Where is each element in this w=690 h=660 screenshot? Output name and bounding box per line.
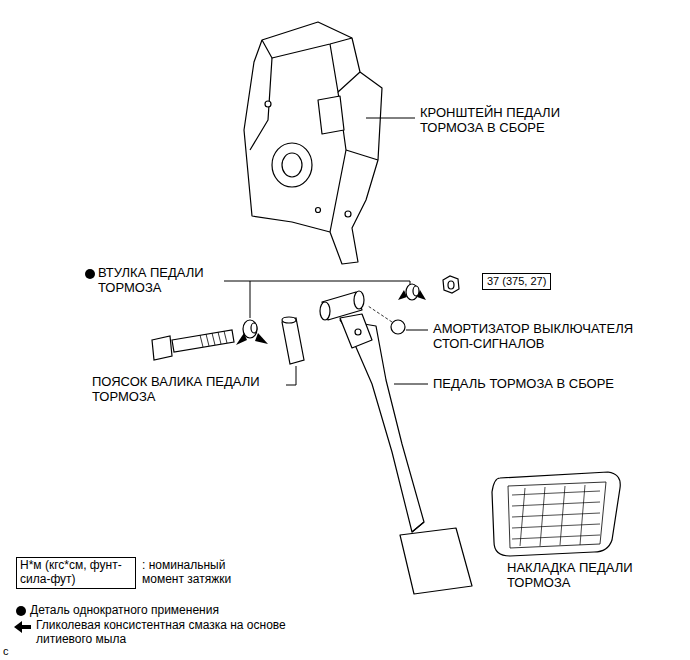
- part-label: ПЕДАЛЬ ТОРМОЗА В СБОРЕ: [433, 377, 683, 392]
- part-label: ВТУЛКА ПЕДАЛИ ТОРМОЗА: [98, 266, 222, 296]
- part-label: АМОРТИЗАТОР ВЫКЛЮЧАТЕЛЯ СТОП-СИГНАЛОВ: [433, 322, 673, 352]
- pedal-nut: [443, 276, 459, 293]
- pedal-bracket: [244, 22, 382, 264]
- box-text: Н*м (кгс*см, фунт-сила-фут): [20, 559, 132, 587]
- box-text: 37 (375, 27): [487, 275, 546, 288]
- shaft-collar: [282, 317, 304, 364]
- legend-torque-box: Н*м (кгс*см, фунт-сила-фут): [16, 557, 136, 589]
- one-time-use-mark: [85, 269, 95, 279]
- legend-text: Гликолевая консистентная смазка на основ…: [36, 619, 286, 647]
- torque-box: 37 (375, 27): [482, 273, 551, 290]
- legend-dot: [16, 606, 26, 616]
- part-label: НАКЛАДКА ПЕДАЛИ ТОРМОЗА: [507, 561, 657, 591]
- legend-text: : номинальный момент затяжки: [142, 559, 267, 587]
- legend-arrow: [14, 621, 31, 633]
- figure-code: c: [3, 645, 23, 658]
- legend-text: Деталь однократного применения: [30, 604, 350, 618]
- switch-cushion: [391, 320, 405, 334]
- pedal-bushing: [406, 284, 419, 300]
- pedal-bolt: [152, 330, 234, 360]
- part-label: ПОЯСОК ВАЛИКА ПЕДАЛИ ТОРМОЗА: [92, 375, 282, 405]
- part-label: КРОНШТЕЙН ПЕДАЛИ ТОРМОЗА В СБОРЕ: [420, 106, 595, 136]
- pedal-bushing: [243, 320, 257, 338]
- grease-arrow: [236, 290, 426, 345]
- pedal-pad: [492, 472, 620, 556]
